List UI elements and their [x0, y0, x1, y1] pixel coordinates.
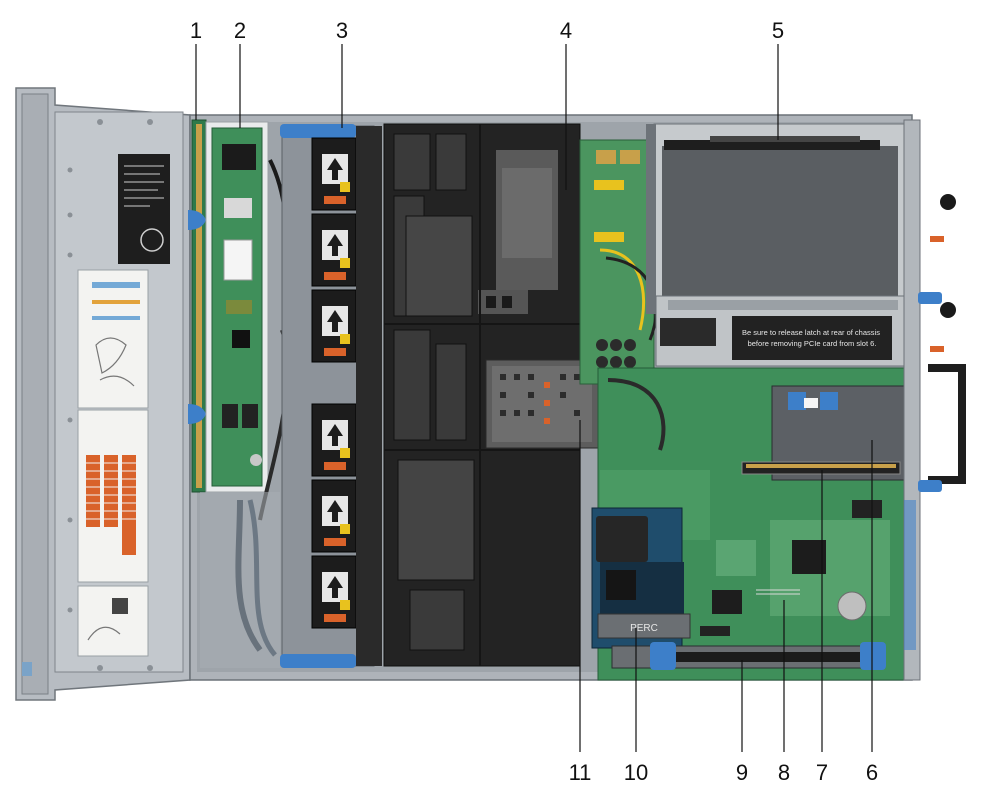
handle-icon [928, 364, 966, 484]
latch-icon[interactable] [188, 210, 206, 424]
front-cover [15, 87, 191, 701]
backplane-expander-board [205, 121, 269, 493]
fan-icon[interactable] [311, 137, 357, 211]
riser-2-bracket [611, 642, 886, 670]
pcie-riser-card [741, 385, 905, 481]
processor-heat-sink [485, 359, 599, 449]
callout-number: 1 [190, 18, 202, 43]
callout-number: 5 [772, 18, 784, 43]
arrow-up-icon [327, 576, 343, 598]
riser-warning-text: Be sure to release latch at rear of chas… [742, 328, 882, 348]
cooling-fan-assembly [280, 124, 382, 668]
callout-number: 4 [560, 18, 572, 43]
callout-number: 8 [778, 760, 790, 785]
arrow-up-icon [327, 310, 343, 332]
callout-number: 10 [624, 760, 648, 785]
rear-panel [903, 119, 966, 681]
fan-icon[interactable] [311, 213, 357, 287]
drive-backplane [188, 119, 207, 493]
callout-number: 3 [336, 18, 348, 43]
fan-icon[interactable] [311, 555, 357, 629]
arrow-up-icon [327, 234, 343, 256]
callout-number: 9 [736, 760, 748, 785]
callout-number: 11 [569, 760, 592, 785]
fan-icon[interactable] [311, 403, 357, 477]
riser-card [646, 123, 905, 314]
callout-numbers-bottom: 11 10 9 8 7 6 [569, 420, 878, 785]
arrow-up-icon [327, 500, 343, 522]
arrow-up-icon [327, 424, 343, 446]
perc-card: PERC [591, 507, 691, 649]
riser-latch-warning: Be sure to release latch at rear of chas… [655, 295, 907, 367]
callout-numbers-top: 1 2 3 4 5 [190, 18, 784, 190]
fan-icon[interactable] [311, 479, 357, 553]
callout-number: 6 [866, 760, 878, 785]
perc-label: PERC [630, 623, 658, 634]
cables [200, 159, 302, 668]
arrow-up-icon [327, 158, 343, 180]
callout-number: 2 [234, 18, 246, 43]
fan-icon[interactable] [311, 289, 357, 363]
callout-number: 7 [816, 760, 828, 785]
